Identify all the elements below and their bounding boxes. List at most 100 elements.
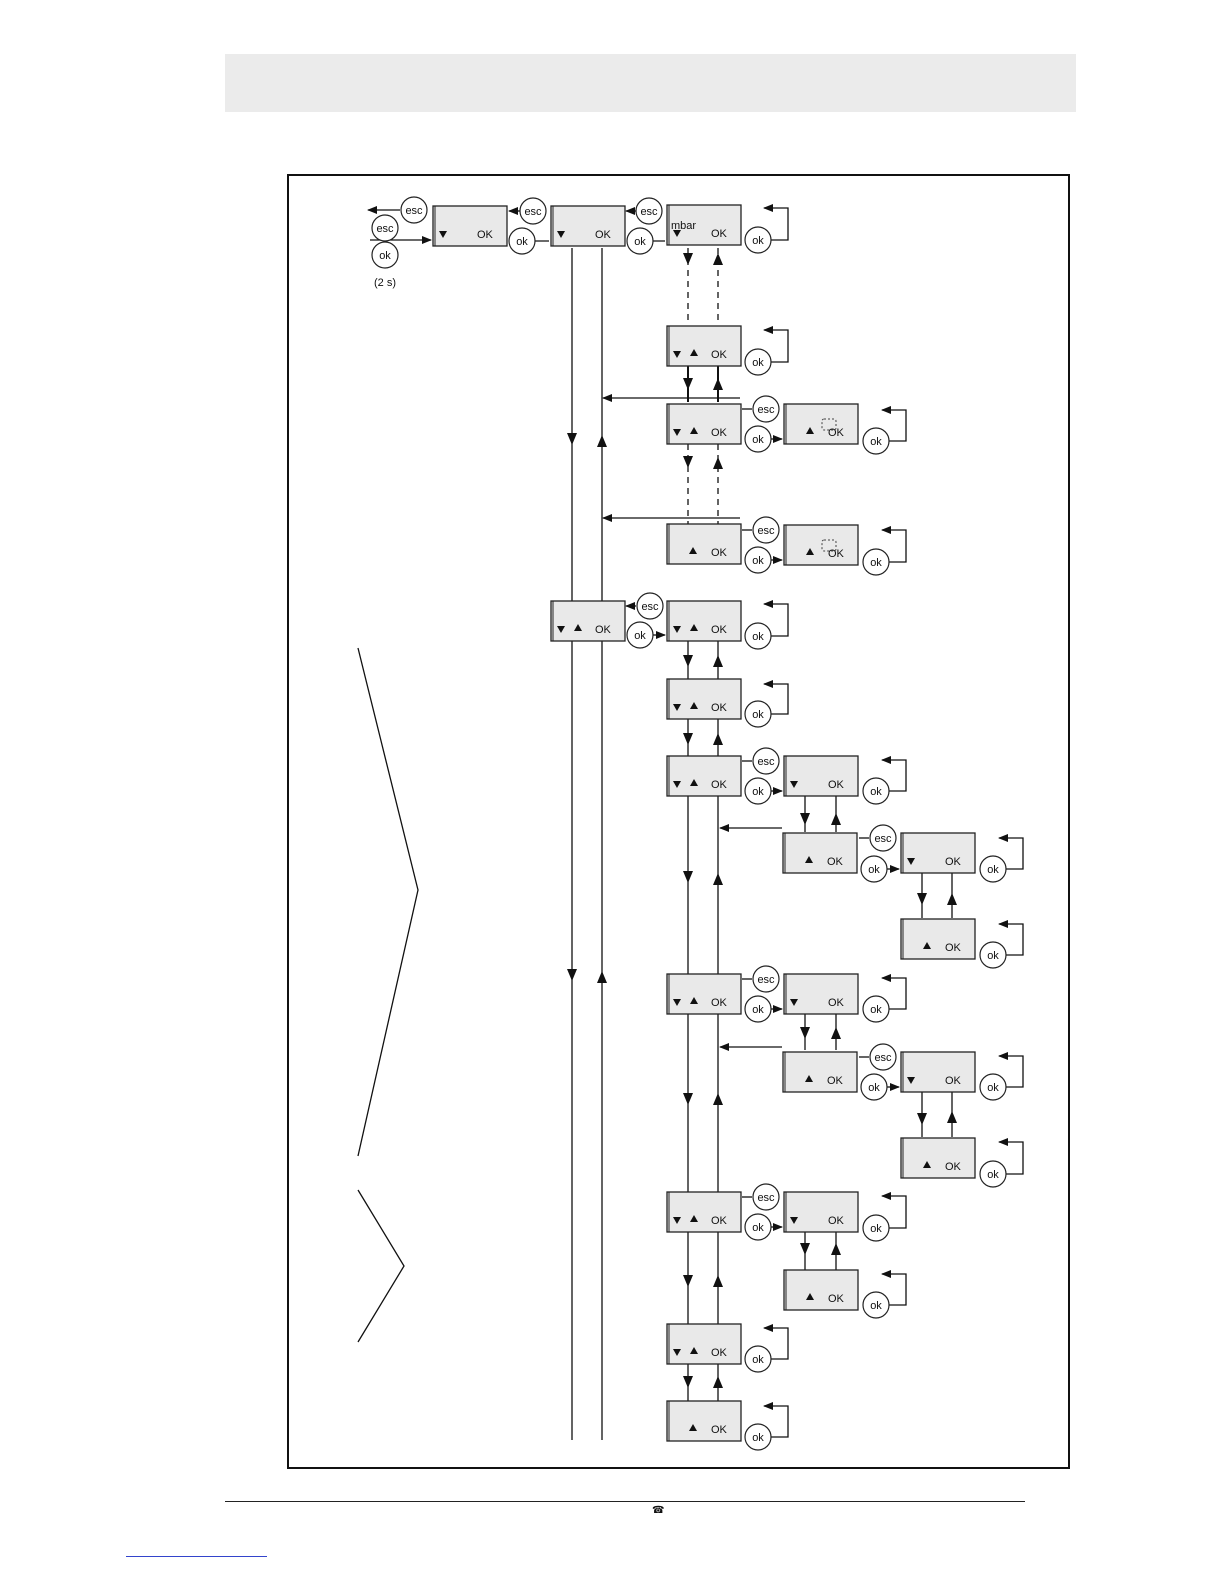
lcd-screen: OK <box>667 679 741 719</box>
ok-button[interactable]: ok <box>863 428 889 454</box>
ok-button[interactable]: ok <box>745 1424 771 1450</box>
connector-lines <box>368 208 1023 1440</box>
esc-button[interactable]: esc <box>372 215 398 241</box>
svg-text:ok: ok <box>752 235 764 247</box>
ok-button[interactable]: ok <box>980 942 1006 968</box>
esc-button[interactable]: esc <box>753 1184 779 1210</box>
ok-button[interactable]: ok <box>863 996 889 1022</box>
ok-button[interactable]: ok <box>745 996 771 1022</box>
ok-button[interactable]: ok <box>745 349 771 375</box>
esc-button[interactable]: esc <box>870 825 896 851</box>
svg-text:esc: esc <box>757 756 775 768</box>
svg-text:ok: ok <box>516 236 528 248</box>
esc-button[interactable]: esc <box>637 593 663 619</box>
ok-button[interactable]: ok <box>627 622 653 648</box>
svg-text:esc: esc <box>757 525 775 537</box>
footer-link-underline[interactable] <box>126 1556 267 1557</box>
esc-button[interactable]: esc <box>753 966 779 992</box>
ok-button[interactable]: ok <box>509 228 535 254</box>
ok-button[interactable]: ok <box>745 1346 771 1372</box>
svg-text:ok: ok <box>870 1300 882 1312</box>
lcd-screen: OK <box>784 756 858 796</box>
ok-button[interactable]: ok <box>863 1292 889 1318</box>
esc-button[interactable]: esc <box>753 396 779 422</box>
esc-button[interactable]: esc <box>636 198 662 224</box>
lcd-screen: OK <box>551 206 625 246</box>
lcd-screen: OK <box>784 525 858 565</box>
esc-button[interactable]: esc <box>870 1044 896 1070</box>
svg-text:ok: ok <box>870 1004 882 1016</box>
svg-text:esc: esc <box>376 223 394 235</box>
ok-button[interactable]: ok <box>745 227 771 253</box>
lcd-screen: OK <box>784 404 858 444</box>
svg-text:ok: ok <box>752 555 764 567</box>
unit-label: mbar <box>671 220 696 232</box>
svg-text:ok: ok <box>868 1082 880 1094</box>
ok-button[interactable]: ok <box>863 1215 889 1241</box>
lcd-screen: OK <box>667 326 741 366</box>
svg-text:esc: esc <box>640 206 658 218</box>
esc-button[interactable]: esc <box>401 197 427 223</box>
ok-display-label: OK <box>711 1347 728 1359</box>
lcd-screen: OK <box>667 974 741 1014</box>
ok-button[interactable]: ok <box>372 242 398 268</box>
ok-display-label: OK <box>828 779 845 791</box>
svg-text:ok: ok <box>752 786 764 798</box>
lcd-screen: OK mbar <box>667 205 741 245</box>
svg-text:ok: ok <box>752 1222 764 1234</box>
ok-display-label: OK <box>711 702 728 714</box>
esc-button[interactable]: esc <box>520 198 546 224</box>
svg-text:ok: ok <box>634 630 646 642</box>
svg-text:esc: esc <box>757 1192 775 1204</box>
svg-text:ok: ok <box>987 1169 999 1181</box>
lcd-screen: OK <box>667 404 741 444</box>
svg-text:ok: ok <box>987 950 999 962</box>
ok-button[interactable]: ok <box>861 856 887 882</box>
lcd-screen: OK <box>783 833 857 873</box>
ok-display-label: OK <box>945 942 962 954</box>
lcd-screen: OK <box>901 1138 975 1178</box>
group-bracket <box>358 1190 404 1342</box>
lcd-screen: OK <box>433 206 507 246</box>
ok-button[interactable]: ok <box>980 1074 1006 1100</box>
ok-button[interactable]: ok <box>745 1214 771 1240</box>
ok-button[interactable]: ok <box>863 778 889 804</box>
ok-button[interactable]: ok <box>745 623 771 649</box>
esc-button[interactable]: esc <box>753 748 779 774</box>
ok-button[interactable]: ok <box>980 856 1006 882</box>
ok-button[interactable]: ok <box>745 778 771 804</box>
svg-text:ok: ok <box>987 864 999 876</box>
ok-display-label: OK <box>828 1215 845 1227</box>
ok-button[interactable]: ok <box>980 1161 1006 1187</box>
ok-button[interactable]: ok <box>745 701 771 727</box>
lcd-screen: OK <box>784 1270 858 1310</box>
svg-text:ok: ok <box>752 1354 764 1366</box>
ok-display-label: OK <box>477 229 494 241</box>
ok-display-label: OK <box>711 228 728 240</box>
svg-text:ok: ok <box>870 1223 882 1235</box>
ok-display-label: OK <box>711 1215 728 1227</box>
svg-text:esc: esc <box>641 601 659 613</box>
lcd-screen: OK <box>783 1052 857 1092</box>
footer-rule <box>225 1501 1025 1502</box>
esc-button[interactable]: esc <box>753 517 779 543</box>
svg-text:esc: esc <box>874 1052 892 1064</box>
svg-text:ok: ok <box>752 631 764 643</box>
hold-time-label: (2 s) <box>374 277 396 289</box>
ok-display-label: OK <box>595 624 612 636</box>
svg-text:ok: ok <box>752 434 764 446</box>
ok-button[interactable]: ok <box>863 549 889 575</box>
svg-text:esc: esc <box>757 404 775 416</box>
ok-button[interactable]: ok <box>627 228 653 254</box>
ok-button[interactable]: ok <box>745 547 771 573</box>
svg-text:ok: ok <box>752 1004 764 1016</box>
ok-button[interactable]: ok <box>745 426 771 452</box>
lcd-screen: OK <box>667 1324 741 1364</box>
ok-display-label: OK <box>711 779 728 791</box>
lcd-screen: OK <box>551 601 625 641</box>
ok-button[interactable]: ok <box>861 1074 887 1100</box>
ok-display-label: OK <box>945 1075 962 1087</box>
ok-display-label: OK <box>827 1075 844 1087</box>
ok-display-label: OK <box>711 349 728 361</box>
ok-display-label: OK <box>828 997 845 1009</box>
